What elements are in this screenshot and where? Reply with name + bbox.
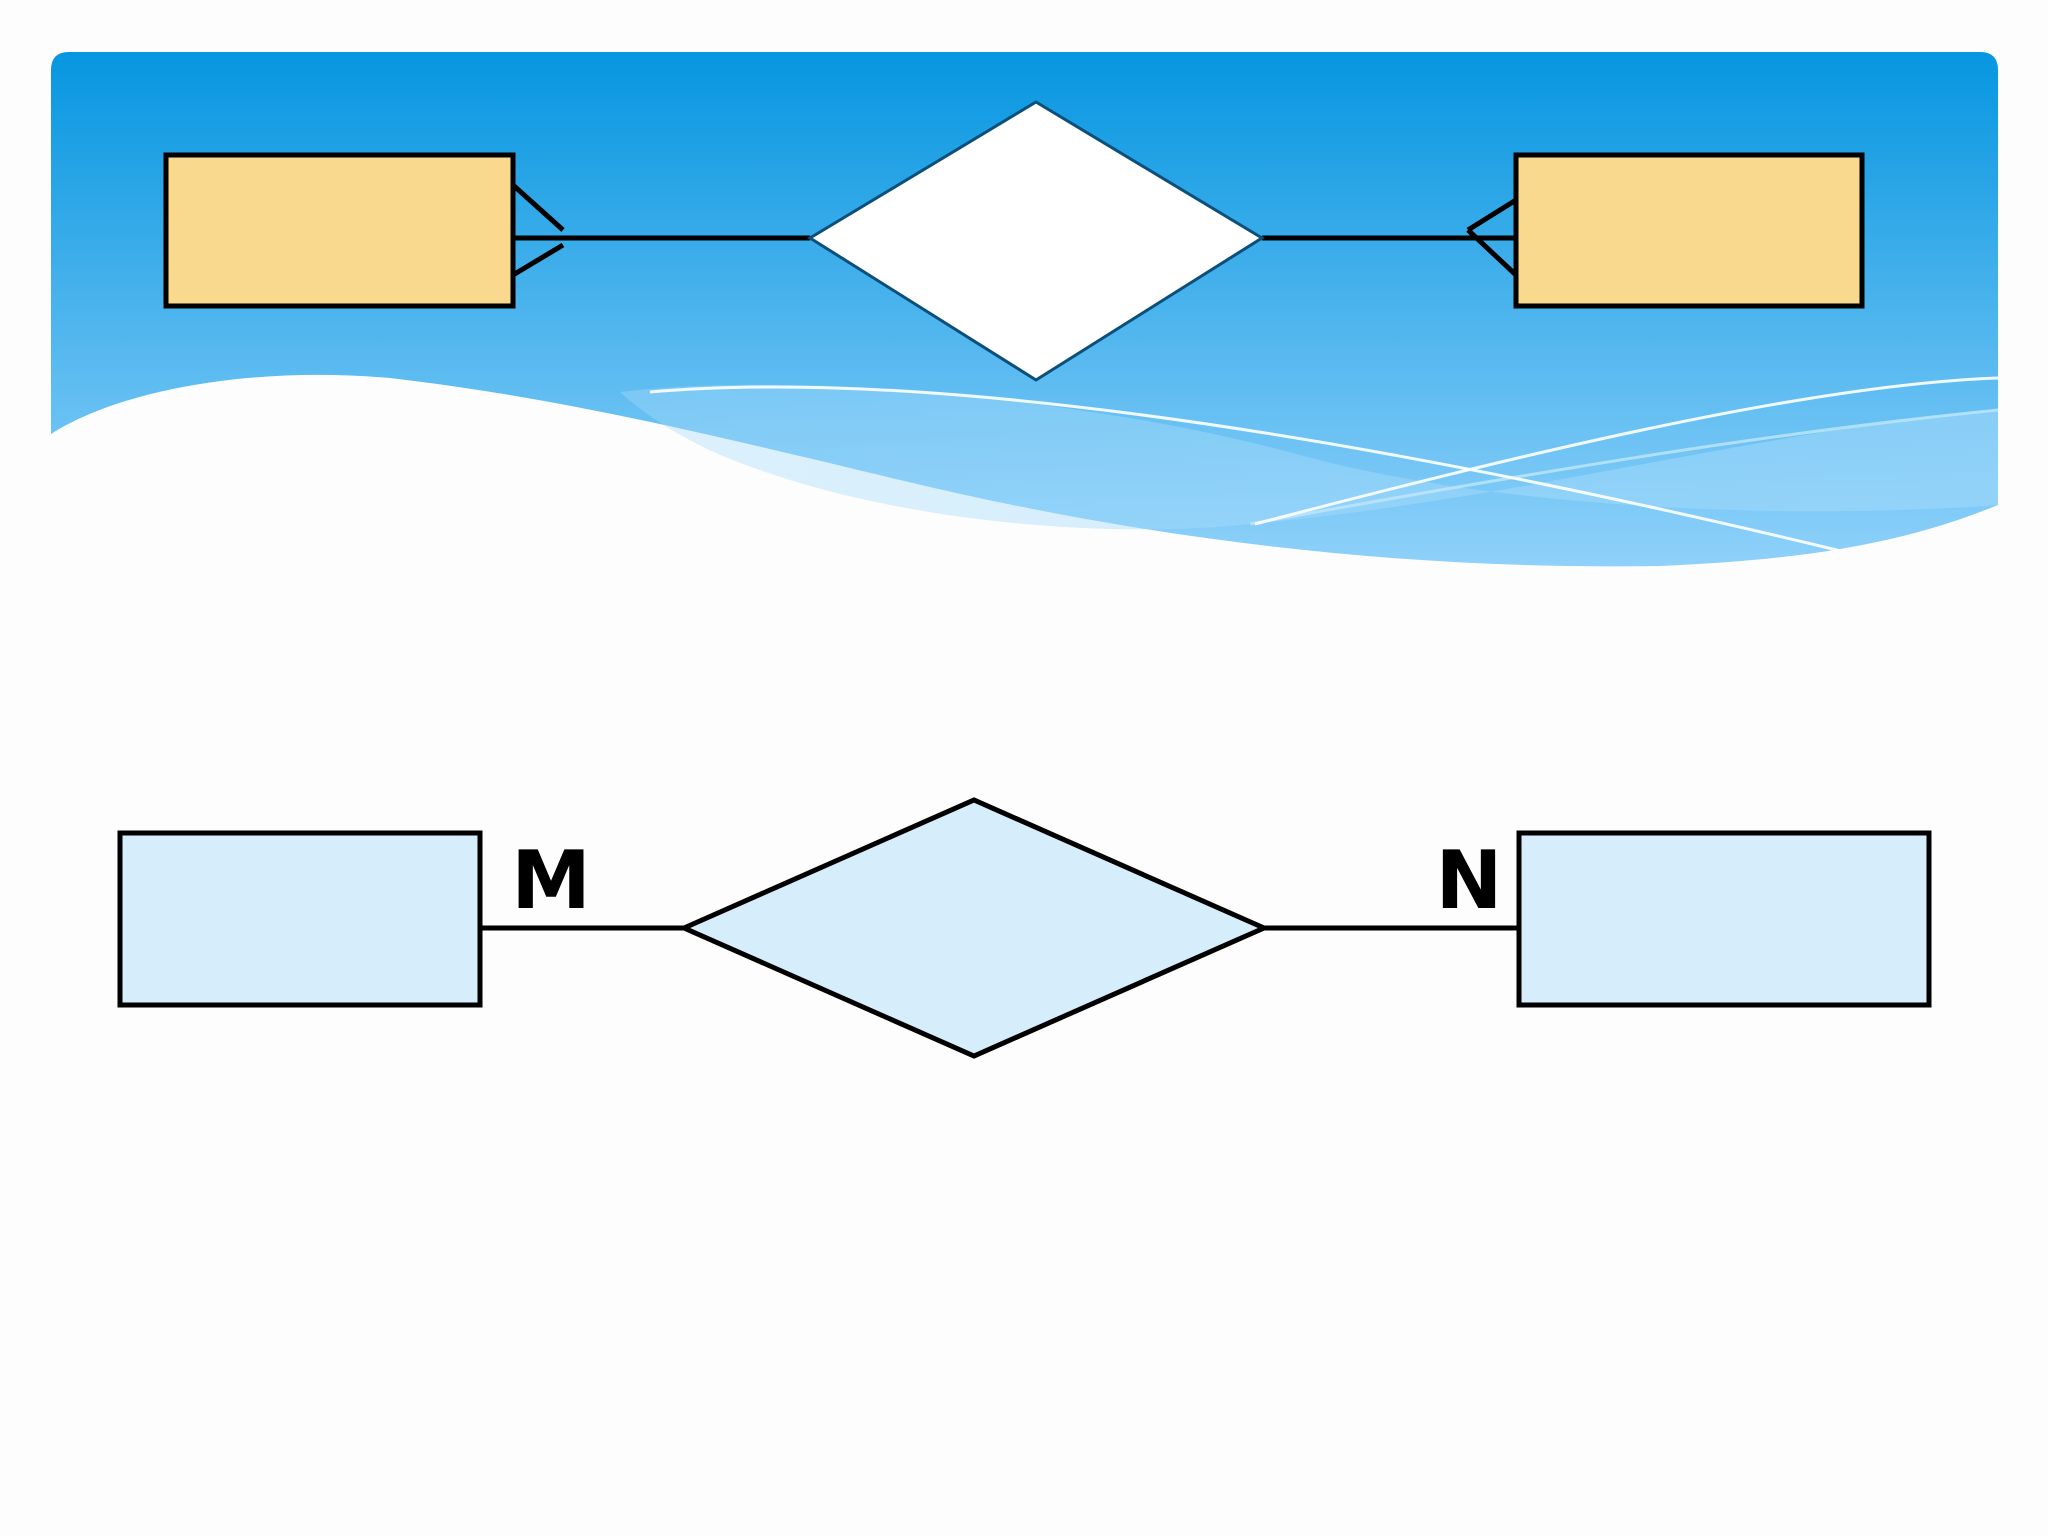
chen-right-entity <box>1516 830 1932 1008</box>
banner-wave-line-c <box>1254 376 1999 526</box>
chen-left-cardinality: M <box>511 834 591 927</box>
banner-wave-highlight <box>620 384 1998 530</box>
chen-diagram: M N <box>117 797 1932 1059</box>
crowfoot-relationship-diamond <box>807 100 1265 382</box>
chen-right-cardinality: N <box>1436 834 1503 927</box>
crowfoot-left-entity <box>163 152 516 309</box>
crowfoot-right-many-symbol <box>1466 197 1518 277</box>
chen-left-entity <box>117 830 483 1008</box>
crowfoot-left-many-symbol <box>511 183 565 278</box>
crowfoot-right-entity <box>1513 152 1865 309</box>
chen-relationship-diamond <box>677 797 1271 1059</box>
banner-wave-line-b <box>649 385 1846 554</box>
banner-wave-line-a <box>1249 408 1999 526</box>
crowfoot-diagram <box>163 100 1865 382</box>
